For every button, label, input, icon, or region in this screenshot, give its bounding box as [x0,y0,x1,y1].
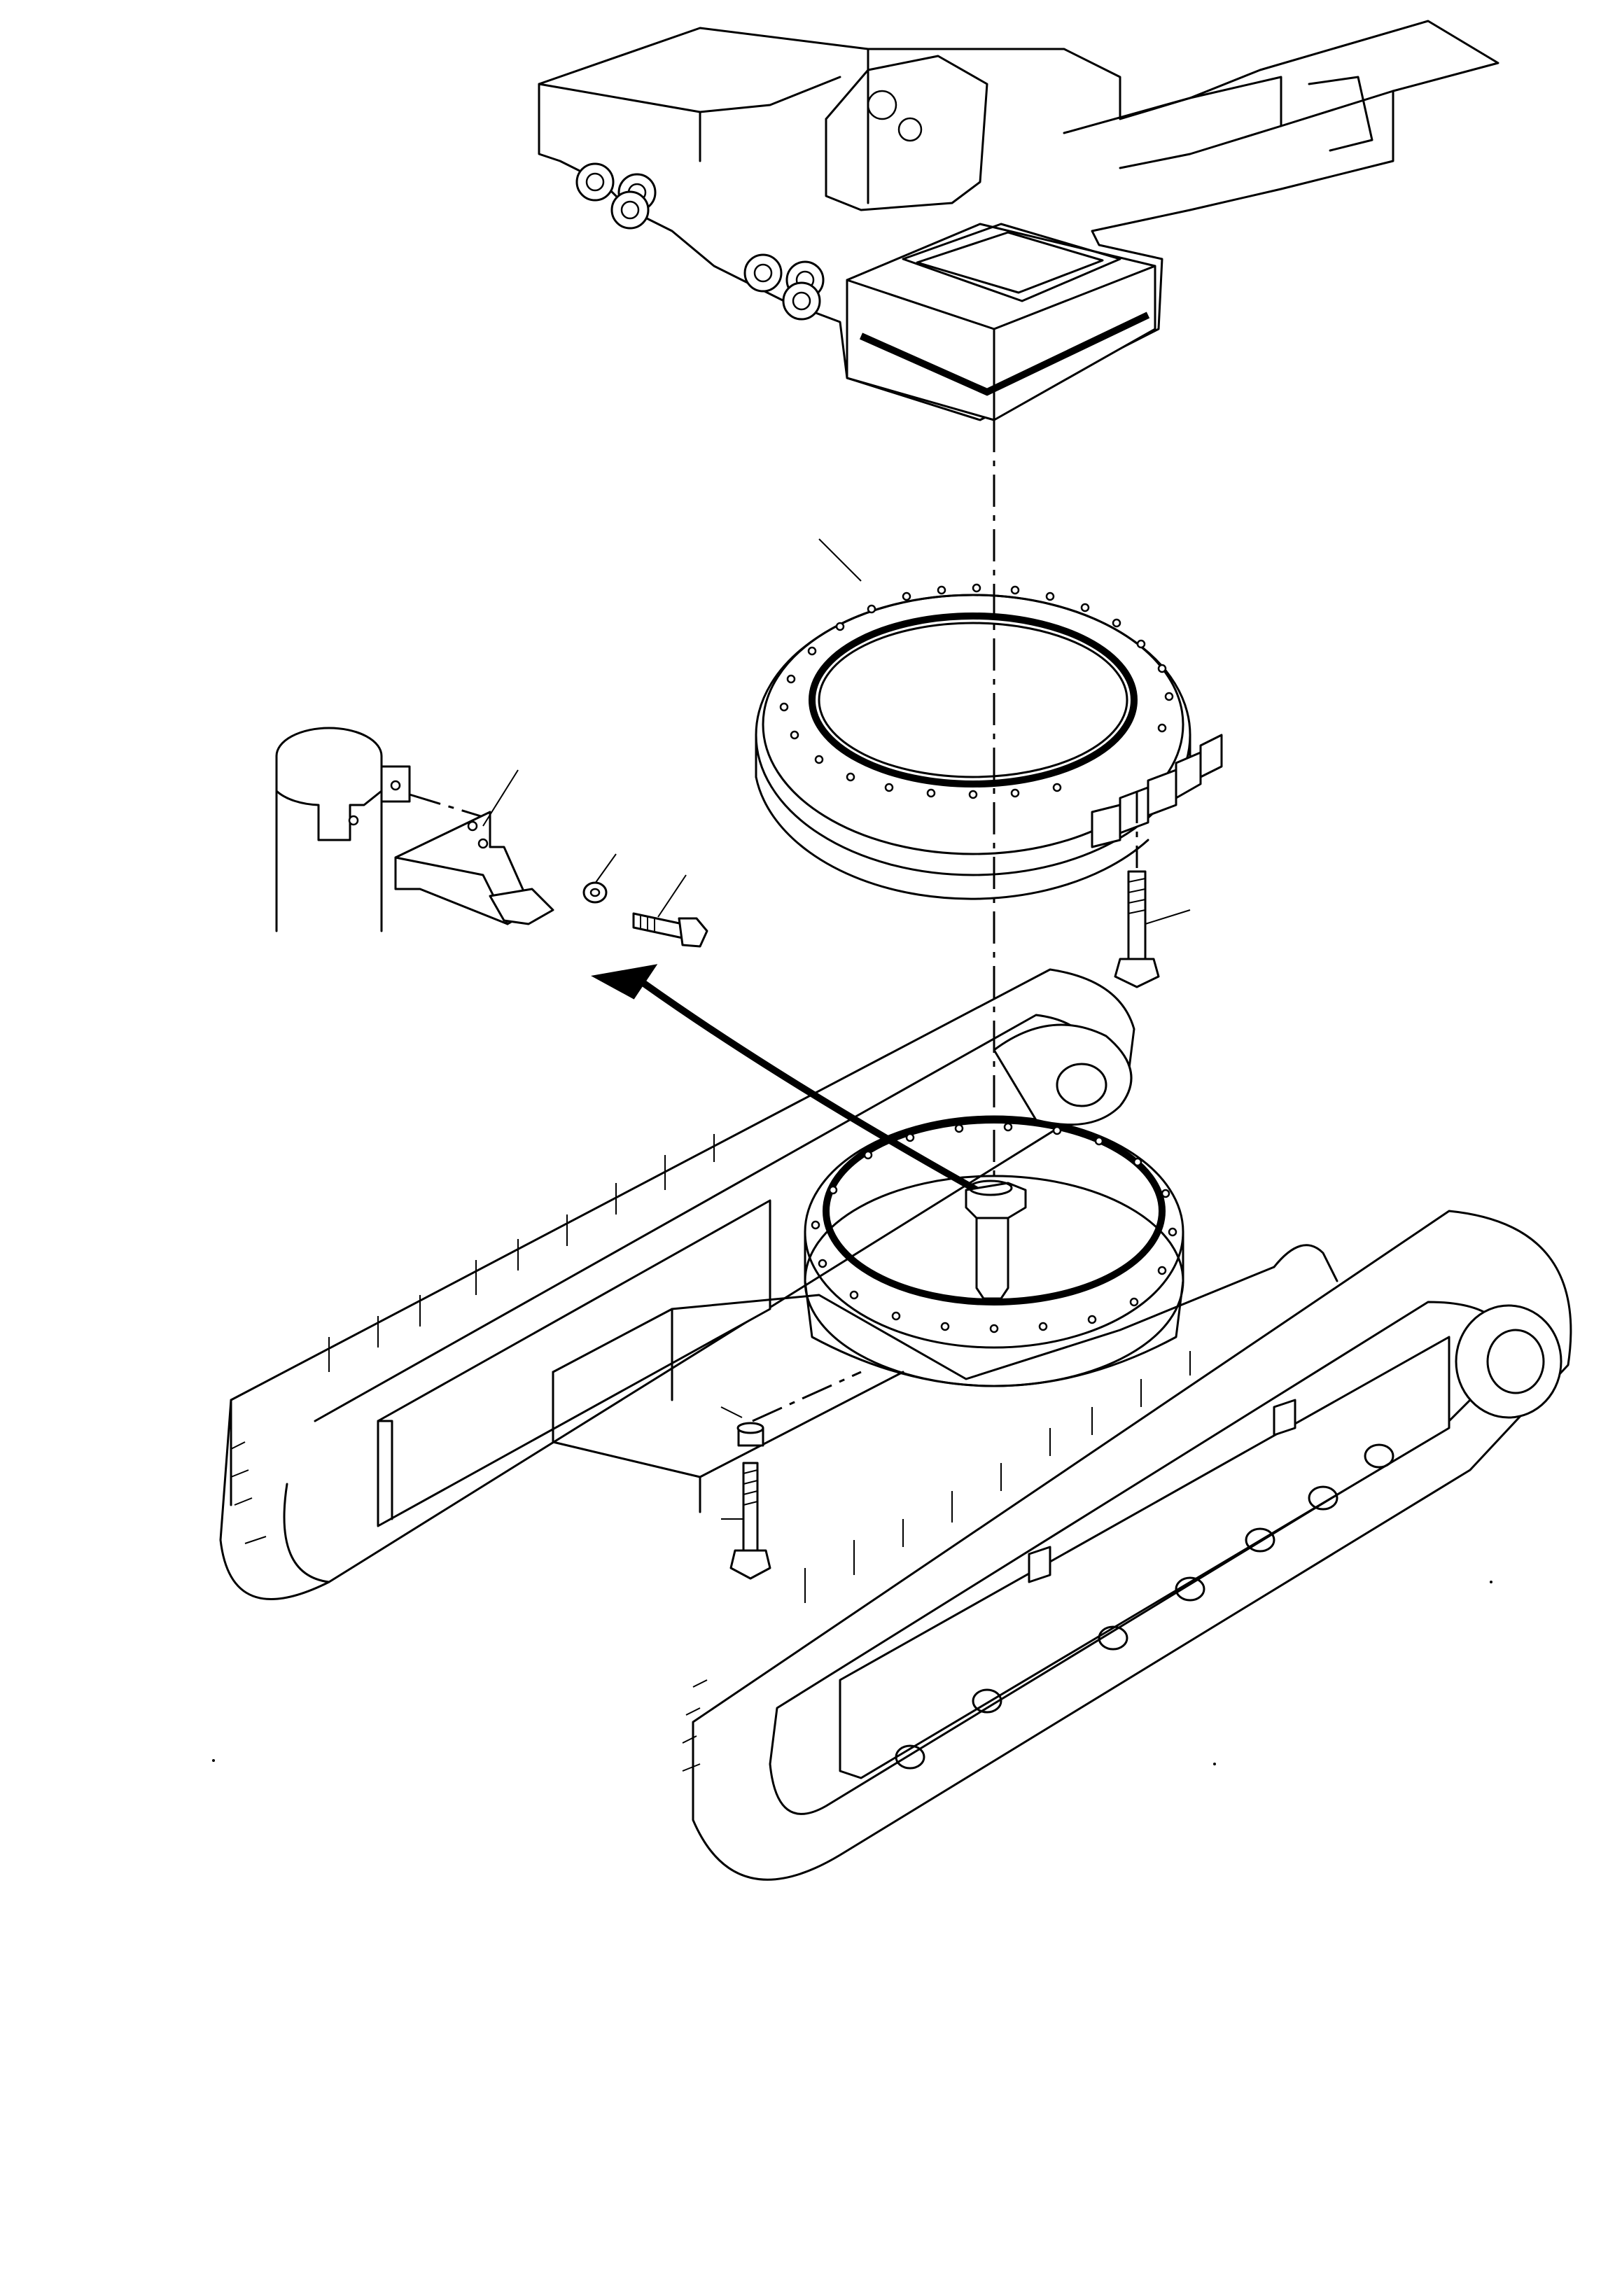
front-pin-lugs-right [743,253,825,321]
leader-swivel [720,1406,743,1418]
boom-pin-hole-2 [897,117,923,142]
swivel-stopper-bracket [394,811,554,925]
bolt-spacer [736,1422,764,1447]
center-swivel-joint [965,1180,1027,1300]
detail-reference-arrow [591,964,979,1194]
center-frame-box [846,223,1156,421]
upper-revolving-frame [538,20,1499,421]
swivel-stopper-inset [275,727,491,932]
left-track [219,968,1135,1600]
center-track-frame [552,1023,1338,1513]
stray-dot [1213,1763,1216,1765]
leader-stopper-bolt [657,874,687,918]
leader-swing-circle [818,538,862,582]
stray-dot [1490,1581,1492,1583]
undercarriage-bolt-holes [811,1122,1177,1334]
idler-wheel [1455,1304,1562,1419]
leader-washer [594,853,617,884]
undercarriage-track-frame [219,968,1572,1881]
leader-swing-circle-bolt [1145,909,1191,925]
swing-circle-bolt-holes [779,583,1174,799]
stopper-bolt [632,912,708,948]
leader-lines [482,538,1191,1520]
stray-dot [212,1759,215,1762]
swing-motor-housing [993,1023,1133,1126]
washer [582,881,608,904]
boom-pin-hole-1 [867,90,897,120]
swing-circle-gear-teeth [1091,734,1223,848]
track-rollers [895,1443,1394,1770]
track-frame-mounting-bolt [729,1462,771,1580]
leader-bracket [482,769,519,827]
right-track [682,1210,1572,1881]
front-pin-lugs-left [575,162,657,230]
swing-circle-mounting-bolt [1114,791,1160,988]
swing-circle [755,583,1223,900]
bolt-axis [752,1371,862,1422]
